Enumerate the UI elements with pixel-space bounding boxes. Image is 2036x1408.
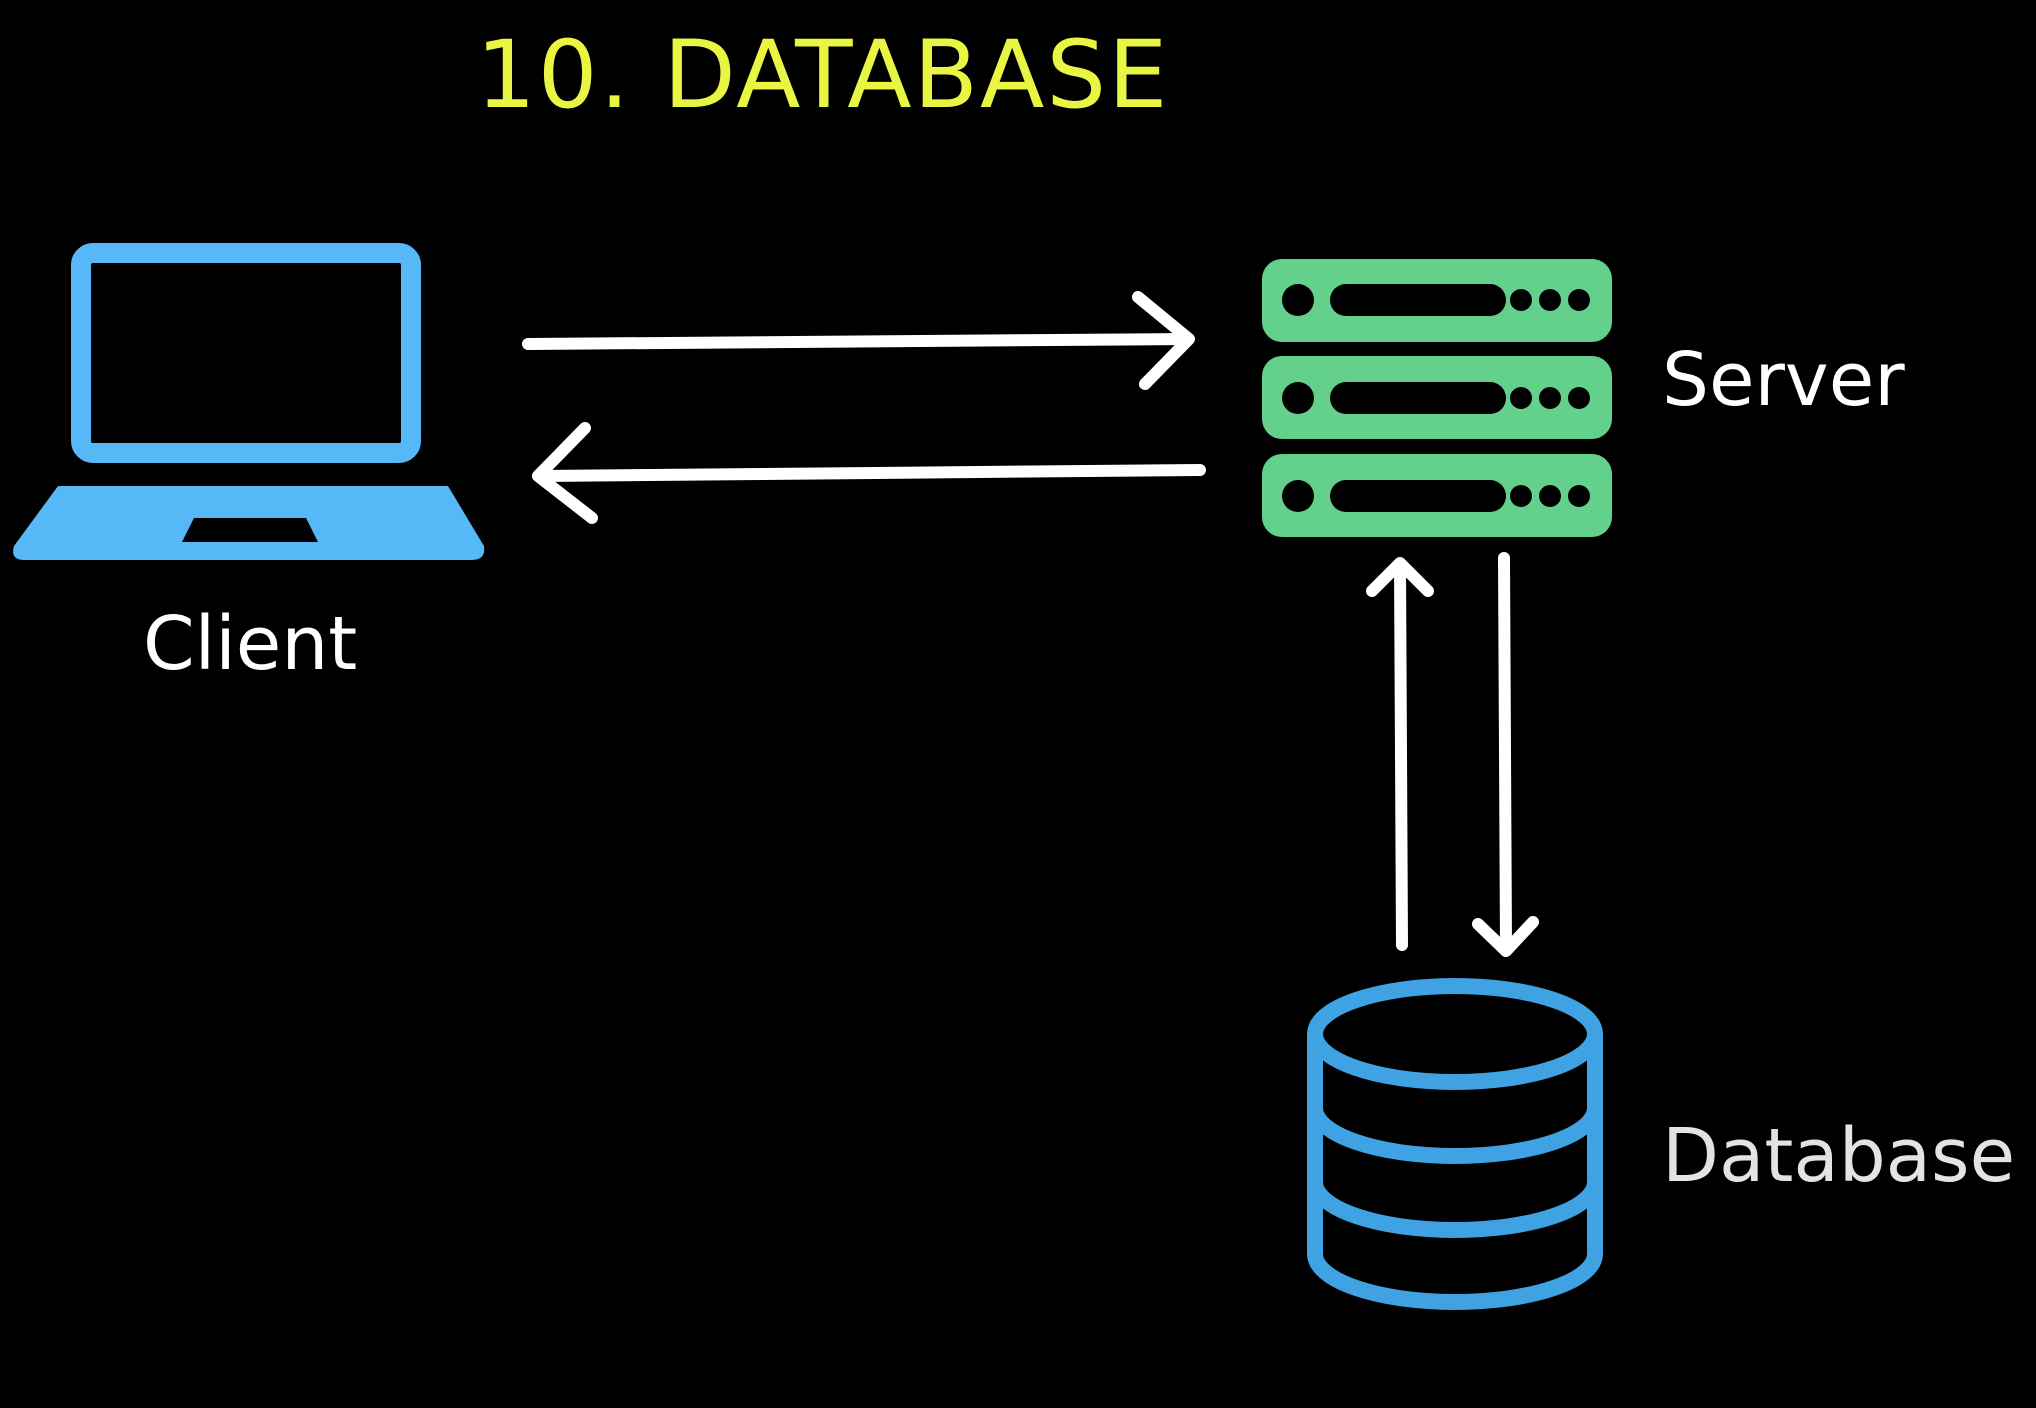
arrow-database-to-server — [1366, 557, 1434, 951]
server-unit — [1262, 356, 1612, 439]
arrow-server-to-client — [532, 422, 1206, 524]
server-unit — [1262, 259, 1612, 342]
database-cylinder-icon — [1307, 978, 1603, 1310]
server-label: Server — [1662, 337, 1905, 423]
laptop-icon — [13, 243, 485, 560]
server-rack-icon — [1262, 259, 1612, 537]
arrow-server-to-database — [1472, 552, 1539, 957]
server-unit — [1262, 454, 1612, 537]
database-label: Database — [1662, 1113, 2016, 1199]
client-label: Client — [143, 601, 358, 687]
diagram-title: 10. DATABASE — [476, 21, 1170, 130]
arrow-client-to-server — [522, 291, 1195, 390]
